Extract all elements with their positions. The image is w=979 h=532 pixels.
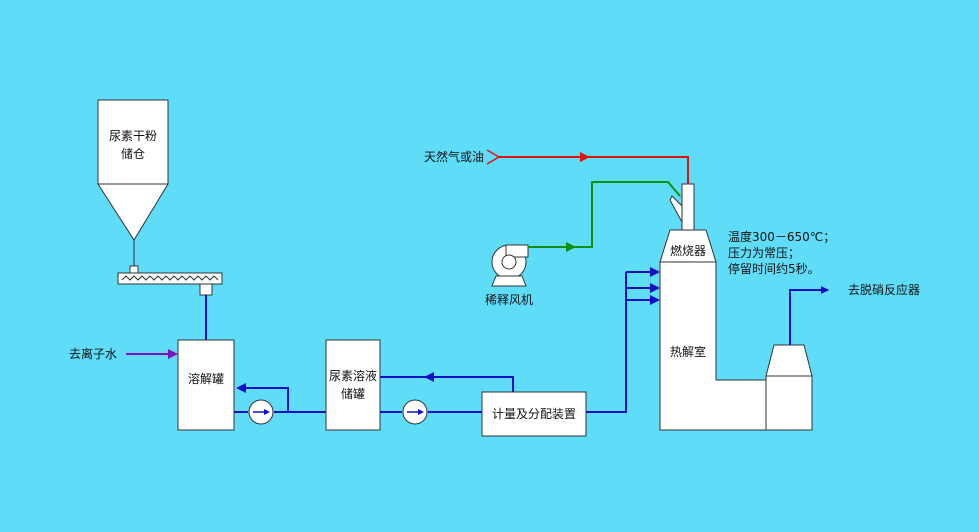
note-line-1: 温度300－650℃； — [728, 229, 835, 244]
air-line — [528, 181, 681, 248]
dilution-fan — [491, 244, 529, 287]
solution-tank-label-line1: 尿素溶液 — [329, 368, 377, 383]
dissolve-tank-label: 溶解罐 — [188, 371, 224, 386]
screw-feeder — [117, 265, 223, 296]
distribution-lines — [586, 271, 652, 413]
pyrolysis-label: 热解室 — [670, 344, 706, 359]
return-arrow — [424, 372, 434, 382]
metering-distribution-unit — [481, 391, 587, 437]
air-arrow — [566, 242, 576, 252]
fuel-inlet-symbol — [486, 149, 501, 165]
recirc-arrow — [236, 383, 246, 393]
outlet-vessel — [765, 344, 813, 431]
silo-label-line1: 尿素干粉 — [109, 129, 157, 143]
silo-label-line2: 储仓 — [121, 146, 145, 161]
to-scr-label: 去脱硝反应器 — [848, 282, 920, 297]
urea-solution-tank — [325, 339, 381, 431]
note-line-2: 压力为常压； — [728, 246, 800, 260]
pyrolysis-chamber — [659, 229, 771, 431]
dissolve-tank — [177, 339, 235, 431]
burner-nozzle — [669, 183, 695, 231]
pump-2 — [402, 399, 428, 425]
di-water-arrow — [168, 349, 178, 359]
dissolve-recirc-line — [234, 387, 289, 413]
metering-label: 计量及分配装置 — [492, 407, 576, 421]
metering-return-line — [380, 376, 514, 392]
di-water-label: 去离子水 — [69, 346, 117, 361]
fuel-line — [499, 156, 689, 184]
pump-1 — [248, 399, 274, 425]
solution-tank-label-line2: 储罐 — [341, 386, 365, 401]
fan-label: 稀释风机 — [485, 293, 533, 307]
note-line-3: 停留时间约5秒。 — [728, 261, 820, 276]
burner-label: 燃烧器 — [670, 243, 706, 258]
fuel-label: 天然气或油 — [424, 149, 484, 164]
fuel-arrow — [580, 152, 590, 162]
urea-powder-silo — [97, 99, 169, 266]
to-scr-line — [789, 286, 829, 345]
